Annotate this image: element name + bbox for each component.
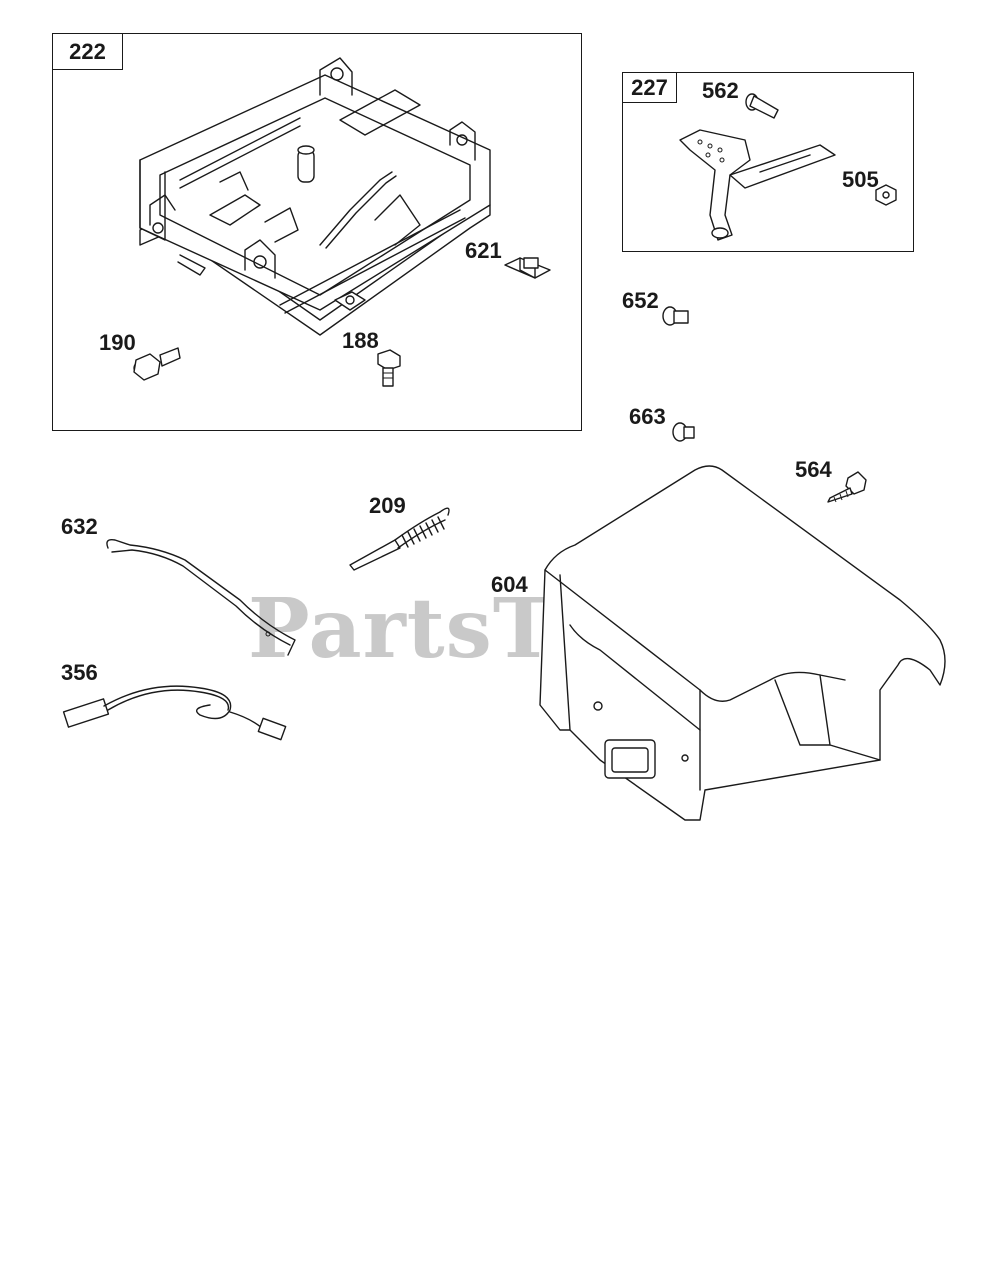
- part-604-engine-cover[interactable]: [539, 465, 946, 821]
- callout-505[interactable]: 505: [842, 167, 879, 192]
- part-227-lever-bracket[interactable]: [679, 129, 836, 241]
- part-222-base-bracket[interactable]: [139, 57, 491, 336]
- part-652-shoulder-bolt[interactable]: [662, 306, 689, 326]
- part-632-link-rod[interactable]: [106, 538, 296, 656]
- part-505-nut[interactable]: [875, 184, 897, 206]
- group-tag-222[interactable]: 222: [53, 34, 123, 70]
- part-562-pin[interactable]: [745, 93, 779, 119]
- callout-562[interactable]: 562: [702, 78, 739, 103]
- callout-652[interactable]: 652: [622, 288, 659, 313]
- callout-188[interactable]: 188: [342, 328, 379, 353]
- part-190-flange-bolt[interactable]: [133, 347, 181, 381]
- group-tag-227[interactable]: 227: [623, 73, 677, 103]
- part-621-clip[interactable]: [504, 257, 551, 279]
- callout-632[interactable]: 632: [61, 514, 98, 539]
- callout-356[interactable]: 356: [61, 660, 98, 685]
- part-663-shoulder-bolt[interactable]: [672, 422, 695, 442]
- callout-663[interactable]: 663: [629, 404, 666, 429]
- part-356-wire-harness[interactable]: [62, 685, 287, 741]
- callout-564[interactable]: 564: [795, 457, 832, 482]
- callout-604[interactable]: 604: [491, 572, 528, 597]
- group-box-227: 227: [622, 72, 914, 252]
- group-box-222: 222: [52, 33, 582, 431]
- callout-190[interactable]: 190: [99, 330, 136, 355]
- part-209-spring[interactable]: [349, 507, 450, 571]
- part-188-bolt[interactable]: [377, 349, 401, 387]
- callout-621[interactable]: 621: [465, 238, 502, 263]
- callout-209[interactable]: 209: [369, 493, 406, 518]
- part-564-screw[interactable]: [827, 471, 867, 503]
